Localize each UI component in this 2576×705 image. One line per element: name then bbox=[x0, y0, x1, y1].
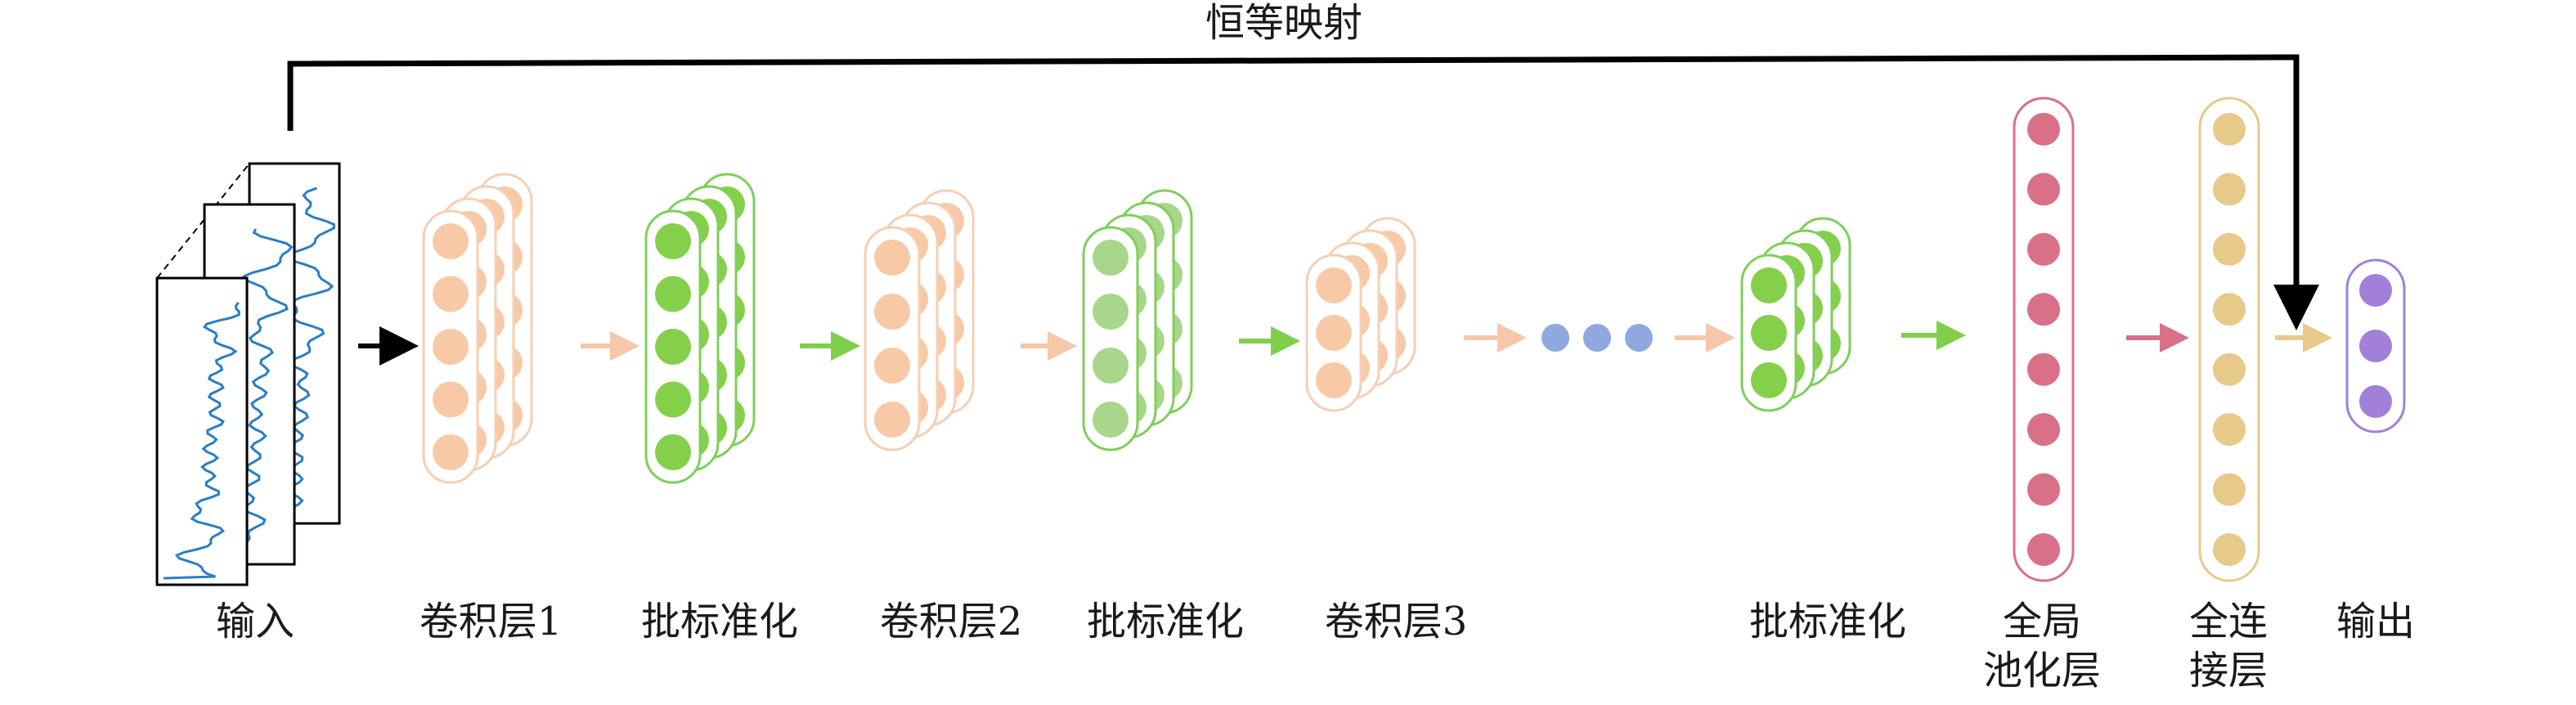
neuron-node bbox=[433, 434, 469, 470]
neuron-node bbox=[2027, 232, 2060, 266]
neuron-node bbox=[2027, 413, 2060, 447]
neuron-node bbox=[433, 276, 469, 312]
batch-norm-3 bbox=[1740, 217, 1851, 412]
neuron-node bbox=[2213, 413, 2246, 447]
conv-layer-1 bbox=[422, 173, 533, 484]
conv1-label: 卷积层1 bbox=[420, 599, 563, 644]
layer-frame bbox=[2013, 97, 2075, 582]
neuron-node bbox=[2027, 473, 2060, 506]
signal-waveform bbox=[224, 228, 294, 558]
neuron-node bbox=[2213, 352, 2246, 386]
layer-frame bbox=[2198, 97, 2260, 582]
output-label: 输出 bbox=[2336, 599, 2415, 644]
ellipsis-dot bbox=[1625, 324, 1653, 352]
neuron-node bbox=[433, 329, 469, 365]
fc-label-line2: 接层 bbox=[2189, 648, 2268, 694]
neuron-node bbox=[2213, 173, 2246, 206]
neuron-node bbox=[2213, 113, 2246, 146]
neuron-node bbox=[2359, 385, 2392, 418]
neuron-node bbox=[2359, 274, 2392, 307]
conv-layer-2 bbox=[864, 189, 975, 451]
neuron-node bbox=[655, 223, 691, 259]
conv3-label: 卷积层3 bbox=[1325, 599, 1468, 644]
global-pooling-layer bbox=[2013, 97, 2075, 582]
bn2-label: 批标准化 bbox=[1087, 599, 1244, 644]
neuron-node bbox=[1751, 315, 1787, 351]
neuron-node bbox=[2359, 330, 2392, 362]
gap-label-line1: 全局 bbox=[2003, 599, 2081, 644]
neuron-node bbox=[1316, 362, 1352, 398]
neuron-node bbox=[655, 276, 691, 312]
bn1-label: 批标准化 bbox=[641, 599, 798, 644]
neuron-node bbox=[1751, 362, 1787, 398]
neuron-node bbox=[2027, 113, 2060, 146]
signal-panel bbox=[155, 276, 249, 586]
output-layer bbox=[2345, 258, 2406, 433]
bn3-label: 批标准化 bbox=[1749, 599, 1906, 644]
feature-map-frame bbox=[864, 226, 921, 451]
neuron-node bbox=[1093, 348, 1129, 384]
neuron-node bbox=[2213, 473, 2246, 506]
ellipsis-dot bbox=[1583, 324, 1611, 352]
neuron-node bbox=[874, 240, 910, 276]
neuron-node bbox=[2213, 293, 2246, 326]
identity-shortcut-arrow bbox=[287, 54, 2319, 330]
neuron-node bbox=[2213, 232, 2246, 266]
input-label: 输入 bbox=[216, 599, 294, 644]
signal-waveform bbox=[163, 302, 240, 580]
neuron-node bbox=[874, 402, 910, 438]
neuron-node bbox=[1316, 267, 1352, 303]
neuron-node bbox=[433, 223, 469, 259]
neuron-node bbox=[1093, 294, 1129, 330]
neuron-node bbox=[655, 381, 691, 418]
neuron-node bbox=[433, 381, 469, 418]
neuron-node bbox=[1093, 240, 1129, 276]
neuron-node bbox=[2027, 533, 2060, 566]
neuron-node bbox=[2213, 533, 2246, 566]
input-signal-stack bbox=[155, 162, 341, 586]
neuron-node bbox=[1751, 267, 1787, 303]
neuron-node bbox=[1093, 402, 1129, 438]
neuron-node bbox=[2027, 293, 2060, 326]
neuron-node bbox=[2027, 173, 2060, 206]
fully-connected-layer bbox=[2198, 97, 2260, 582]
neuron-node bbox=[655, 329, 691, 365]
fc-label-line1: 全连 bbox=[2189, 599, 2268, 644]
neuron-node bbox=[874, 348, 910, 384]
neuron-node bbox=[655, 434, 691, 470]
batch-norm-2 bbox=[1082, 189, 1193, 451]
signal-waveform bbox=[284, 186, 335, 516]
neuron-node bbox=[874, 294, 910, 330]
neuron-node bbox=[1316, 315, 1352, 351]
neuron-node bbox=[2027, 352, 2060, 386]
gap-label-line2: 池化层 bbox=[1983, 648, 2101, 694]
batch-norm-1 bbox=[644, 173, 756, 484]
feature-map-frame bbox=[1082, 226, 1139, 451]
conv-layer-3 bbox=[1305, 217, 1416, 412]
shortcut-label: 恒等映射 bbox=[1205, 0, 1362, 46]
conv2-label: 卷积层2 bbox=[880, 599, 1023, 644]
ellipsis-dot bbox=[1542, 324, 1569, 352]
